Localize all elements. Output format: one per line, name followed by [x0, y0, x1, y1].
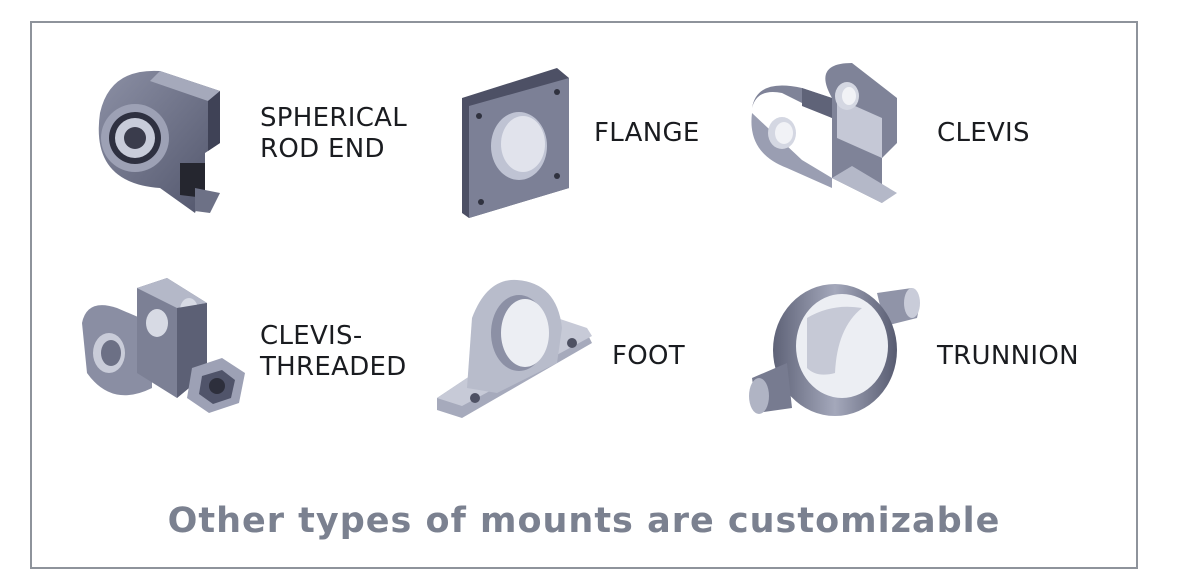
footer-caption: Other types of mounts are customizable — [167, 501, 1001, 541]
mount-clevis-threaded — [77, 278, 247, 428]
label-spherical-rod-end: SPHERICAL ROD END — [260, 103, 408, 164]
label-foot: FOOT — [612, 341, 685, 371]
clevis-threaded-icon — [82, 278, 245, 413]
flange-icon — [462, 68, 569, 218]
mount-foot — [437, 278, 597, 428]
trunnion-icon — [749, 284, 920, 416]
foot-icon — [437, 279, 592, 418]
spherical-rod-end-icon — [98, 70, 220, 213]
label-clevis-threaded: CLEVIS- THREADED — [260, 321, 407, 382]
mount-clevis — [742, 58, 902, 213]
mount-trunnion — [747, 278, 922, 423]
label-trunnion: TRUNNION — [937, 341, 1079, 371]
mount-spherical-rod-end — [80, 63, 240, 213]
label-clevis: CLEVIS — [937, 118, 1030, 148]
clevis-icon — [751, 63, 897, 203]
mount-types-panel: SPHERICAL ROD END FLANGE — [30, 21, 1138, 569]
label-flange: FLANGE — [594, 118, 700, 148]
mount-flange — [457, 68, 577, 218]
